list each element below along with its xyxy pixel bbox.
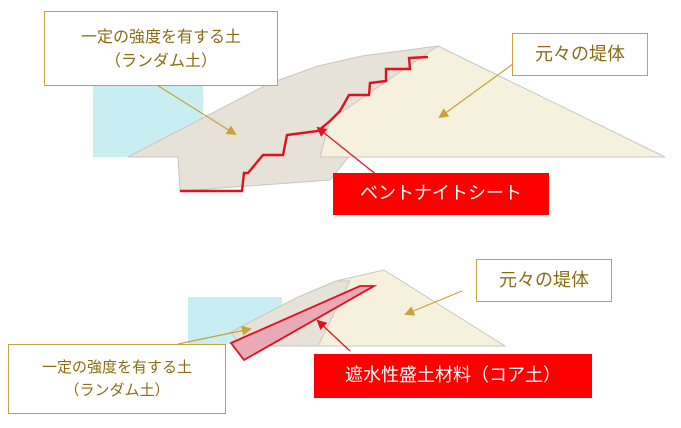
bottom-embankment-arrow	[404, 290, 463, 316]
top-random-soil-label-line2: （ランダム土）	[104, 51, 217, 70]
bottom-embankment-callout: 元々の堤体	[476, 259, 612, 302]
top-random-soil-arrow	[143, 76, 237, 136]
bottom-random-soil-callout: 一定の強度を有する土 （ランダム土）	[8, 344, 226, 414]
bottom-core-label: 遮水性盛土材料（コア土）	[345, 365, 561, 386]
top-embankment-arrow	[438, 63, 514, 119]
top-bentonite-sheet-line	[180, 55, 429, 193]
top-sheet-label: ベントナイトシート	[360, 183, 522, 204]
bottom-random-soil-label-line1: 一定の強度を有する土	[41, 358, 192, 376]
top-sheet-callout: ベントナイトシート	[333, 173, 549, 215]
bottom-core-callout: 遮水性盛土材料（コア土）	[314, 354, 592, 398]
top-random-soil-label-line1: 一定の強度を有する土	[80, 27, 241, 46]
bottom-random-soil-label-line2: （ランダム土）	[64, 381, 170, 399]
bottom-embankment-label: 元々の堤体	[499, 270, 589, 291]
top-sheet-arrow	[316, 126, 379, 177]
bottom-diagram	[177, 269, 507, 362]
bottom-core-soil-zone	[229, 285, 378, 362]
top-diagram	[93, 45, 666, 193]
top-embankment-label: 元々の堤体	[535, 44, 625, 65]
top-random-soil-callout: 一定の強度を有する土 （ランダム土）	[44, 11, 278, 86]
bottom-core-arrow	[316, 319, 351, 352]
top-embankment-callout: 元々の堤体	[512, 33, 648, 76]
bottom-random-soil-arrow	[177, 325, 252, 345]
